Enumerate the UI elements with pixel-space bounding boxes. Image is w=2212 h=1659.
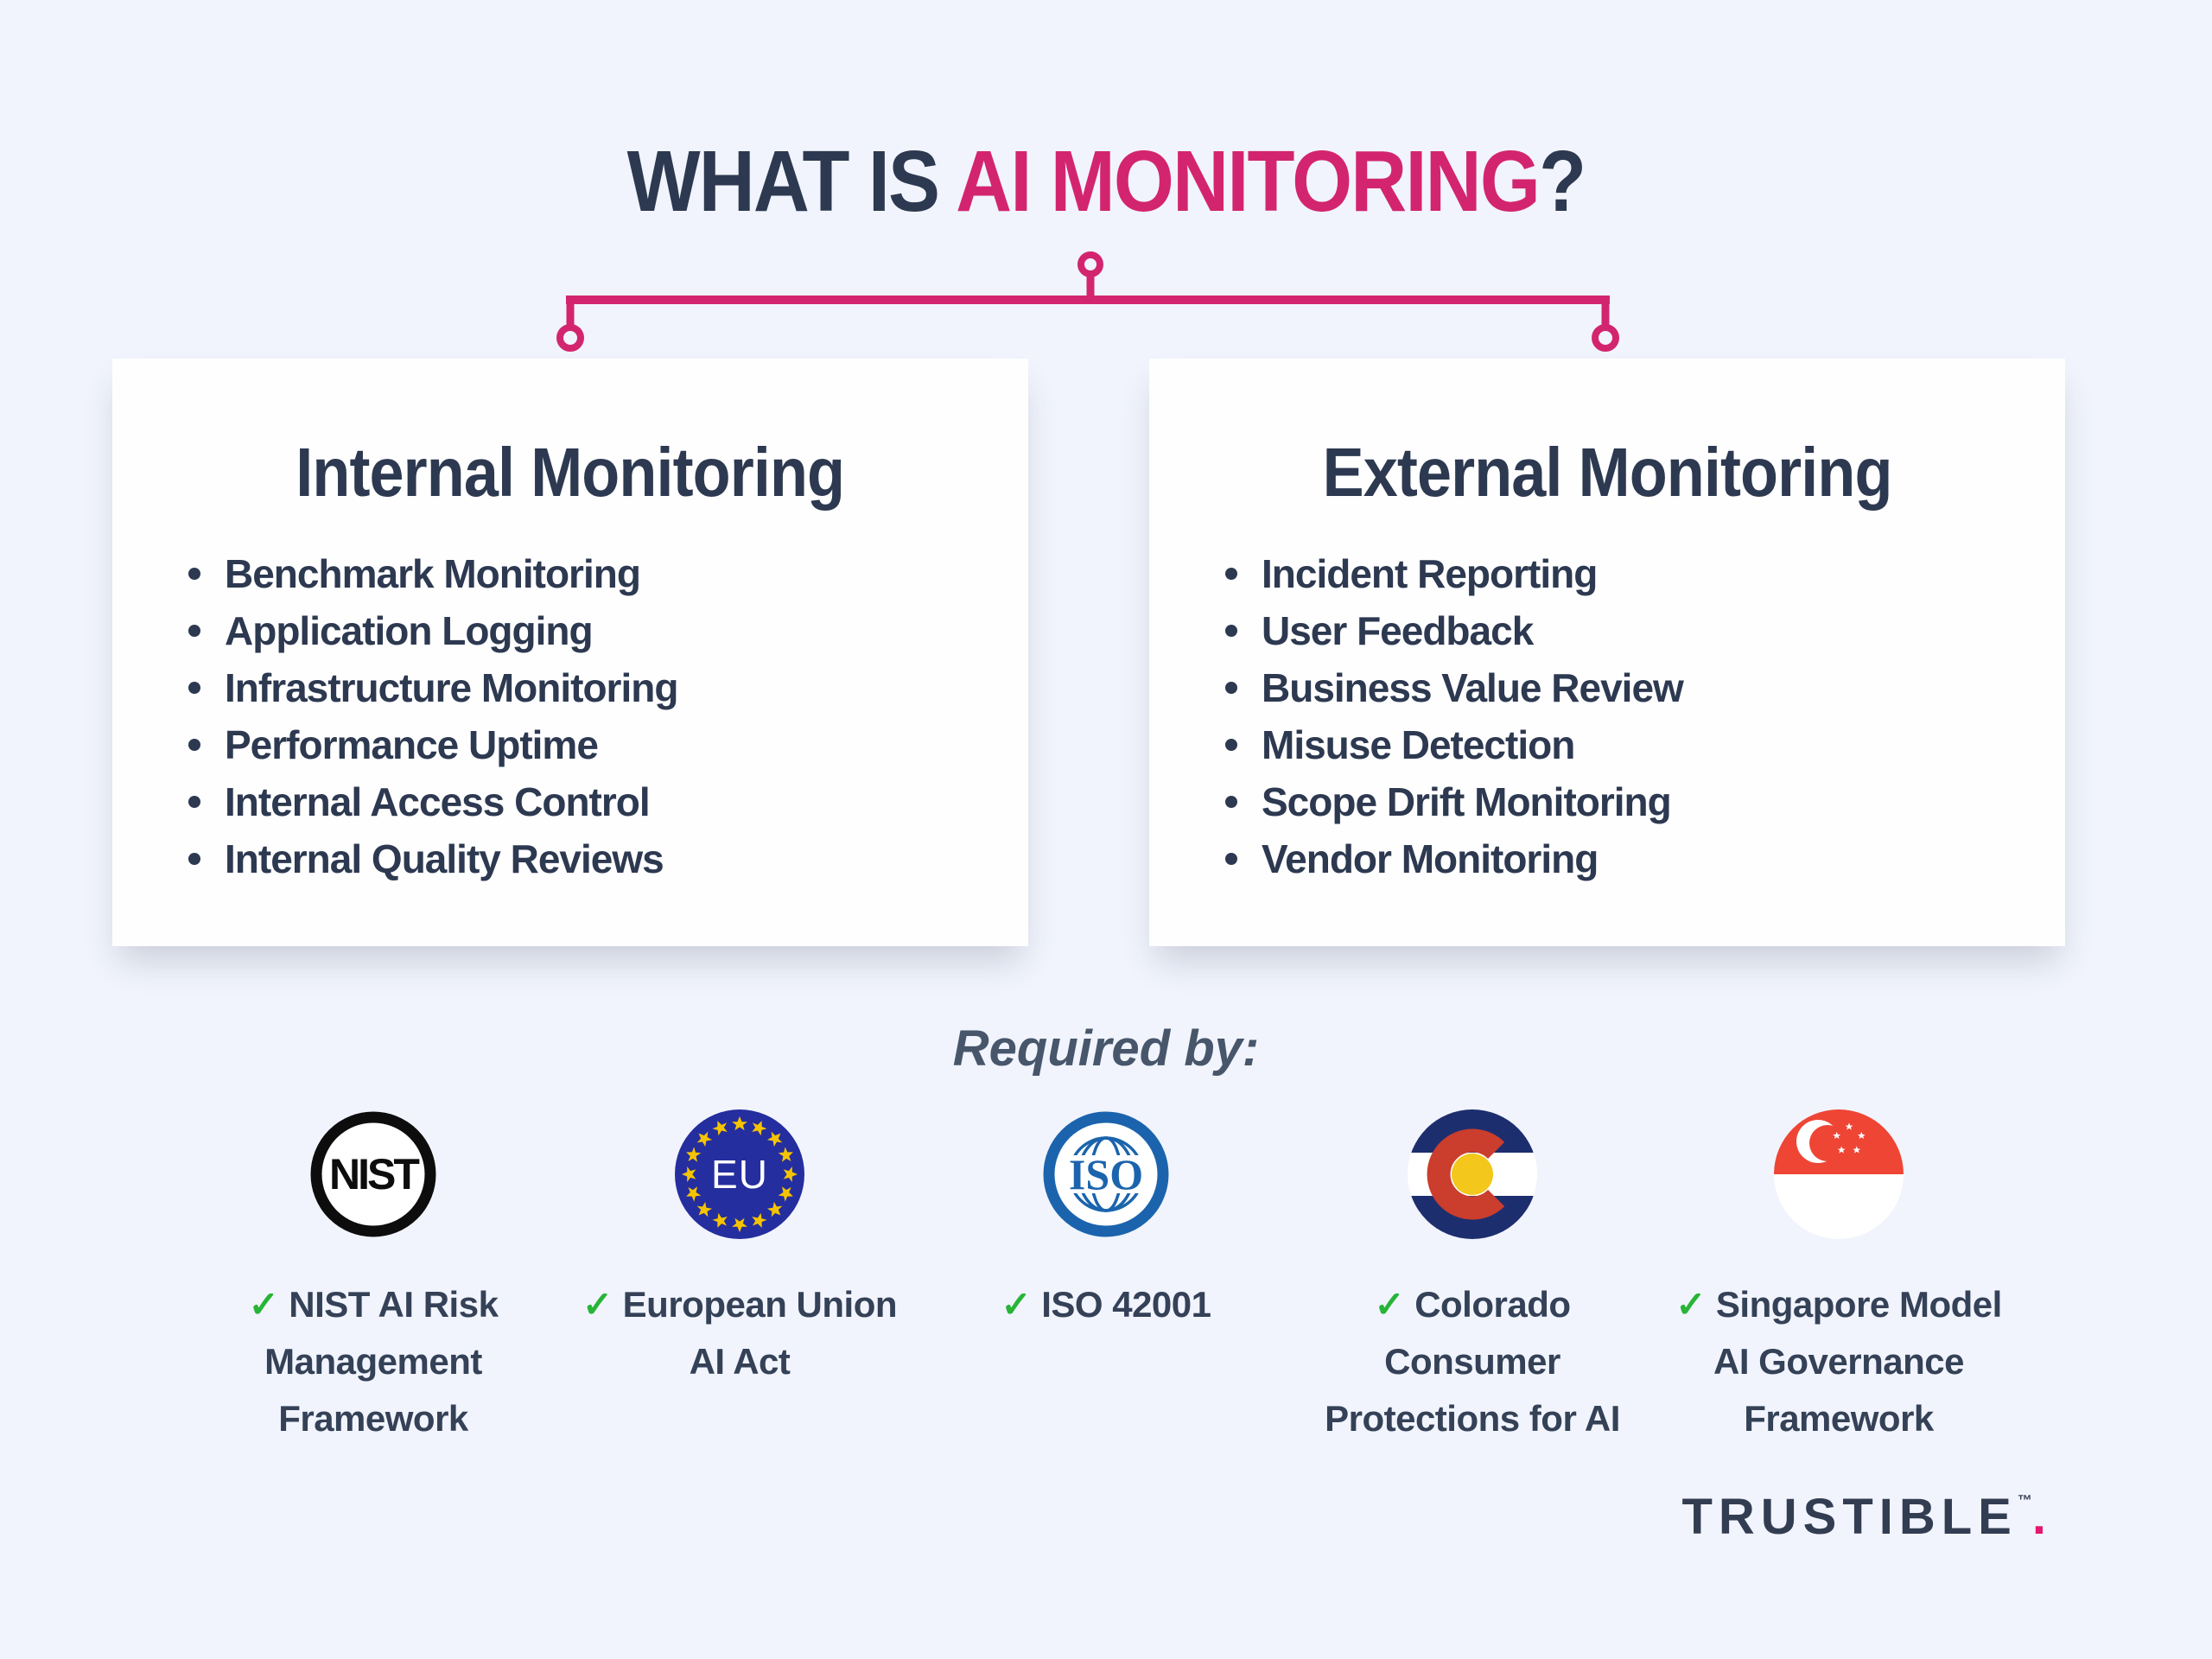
check-icon: ✓ bbox=[582, 1284, 613, 1325]
title-prefix: WHAT IS bbox=[626, 133, 957, 230]
check-icon: ✓ bbox=[248, 1284, 279, 1325]
check-icon: ✓ bbox=[1374, 1284, 1405, 1325]
singapore-flag-icon bbox=[1774, 1109, 1904, 1239]
list-item: Performance Uptime bbox=[188, 716, 1028, 773]
internal-monitoring-list: Benchmark Monitoring Application Logging… bbox=[188, 545, 1028, 887]
nist-logo-icon: NIST bbox=[310, 1111, 436, 1237]
badge-iso: ISO ✓ISO 42001 bbox=[923, 1109, 1289, 1447]
eu-logo-icon: EU bbox=[675, 1109, 804, 1239]
trustible-logo: TRUSTIBLE™. bbox=[1681, 1488, 2046, 1546]
title-highlight: AI MONITORING bbox=[956, 133, 1541, 230]
internal-monitoring-heading: Internal Monitoring bbox=[296, 434, 846, 511]
page-title: WHAT IS AI MONITORING? bbox=[0, 130, 2212, 233]
badge-singapore: ✓Singapore Model AI Governance Framework bbox=[1656, 1109, 2022, 1447]
badge-label: ✓ISO 42001 bbox=[1001, 1284, 1211, 1325]
list-item: Internal Access Control bbox=[188, 773, 1028, 830]
list-item: Misuse Detection bbox=[1225, 716, 2065, 773]
badge-label: ✓Colorado Consumer Protections for AI bbox=[1325, 1284, 1620, 1439]
check-icon: ✓ bbox=[1675, 1284, 1706, 1325]
badge-colorado: ✓Colorado Consumer Protections for AI bbox=[1289, 1109, 1656, 1447]
required-by-badges: NIST ✓NIST AI Risk Management Framework bbox=[190, 1109, 2022, 1447]
svg-text:EU: EU bbox=[711, 1152, 768, 1197]
list-item: Application Logging bbox=[188, 602, 1028, 659]
list-item: Infrastructure Monitoring bbox=[188, 659, 1028, 716]
badge-nist: NIST ✓NIST AI Risk Management Framework bbox=[190, 1109, 556, 1447]
external-monitoring-list: Incident Reporting User Feedback Busines… bbox=[1225, 545, 2065, 887]
list-item: Incident Reporting bbox=[1225, 545, 2065, 602]
brand-dot: . bbox=[2031, 1489, 2046, 1545]
internal-monitoring-card: Internal Monitoring Benchmark Monitoring… bbox=[112, 359, 1028, 946]
colorado-flag-icon bbox=[1408, 1109, 1537, 1239]
title-question-mark: ? bbox=[1539, 133, 1586, 230]
badge-label: ✓NIST AI Risk Management Framework bbox=[248, 1284, 499, 1439]
iso-logo-icon: ISO bbox=[1043, 1111, 1169, 1237]
badge-label: ✓Singapore Model AI Governance Framework bbox=[1675, 1284, 2002, 1439]
external-monitoring-card: External Monitoring Incident Reporting U… bbox=[1149, 359, 2065, 946]
check-icon: ✓ bbox=[1001, 1284, 1032, 1325]
svg-text:ISO: ISO bbox=[1069, 1150, 1143, 1198]
svg-text:NIST: NIST bbox=[329, 1150, 419, 1198]
list-item: User Feedback bbox=[1225, 602, 2065, 659]
list-item: Vendor Monitoring bbox=[1225, 830, 2065, 887]
trademark-symbol: ™ bbox=[2017, 1492, 2032, 1509]
list-item: Benchmark Monitoring bbox=[188, 545, 1028, 602]
list-item: Scope Drift Monitoring bbox=[1225, 773, 2065, 830]
badge-label: ✓European Union AI Act bbox=[582, 1284, 898, 1382]
required-by-label: Required by: bbox=[952, 1020, 1260, 1077]
trustible-wordmark: TRUSTIBLE bbox=[1681, 1489, 2018, 1545]
list-item: Business Value Review bbox=[1225, 659, 2065, 716]
badge-eu: EU ✓European Union AI Act bbox=[556, 1109, 923, 1447]
external-monitoring-heading: External Monitoring bbox=[1322, 434, 1893, 511]
list-item: Internal Quality Reviews bbox=[188, 830, 1028, 887]
connector-lines bbox=[556, 251, 1619, 352]
